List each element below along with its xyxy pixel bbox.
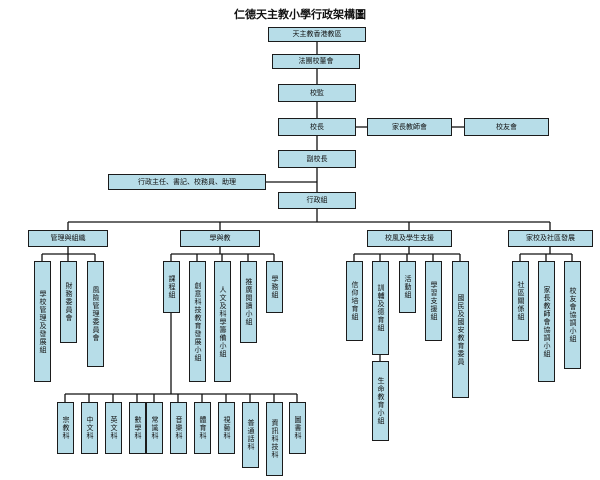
group-humanities-science: 人文及科學籌備小組	[214, 261, 231, 382]
subject-pe: 體育科	[194, 402, 211, 454]
group-school-mgmt: 學校管理及發展組	[34, 261, 51, 382]
subject-math: 數學科	[129, 402, 146, 454]
group-creative-tech: 創意科技教育發展小組	[189, 261, 206, 382]
vice-principal-box: 副校長	[278, 150, 356, 168]
group-academic: 學務組	[266, 261, 283, 313]
subject-chinese: 中文科	[81, 402, 98, 454]
admin-staff-box: 行政主任、書記、校務員、助理	[108, 174, 266, 190]
group-life-education: 生命教育小組	[372, 361, 389, 441]
chart-title: 仁德天主教小學行政架構圖	[234, 8, 366, 21]
division-management: 管理與組織	[28, 230, 108, 247]
group-community-relations: 社區關係組	[512, 261, 529, 341]
diocese-box: 天主教香港教區	[268, 27, 366, 42]
group-activities: 活動組	[399, 261, 416, 313]
group-national-education: 國民及國安教育委員	[452, 261, 469, 398]
supervisor-box: 校監	[278, 84, 356, 102]
division-student-support: 校風及學生支援	[367, 230, 452, 247]
group-risk: 風險管理委員會	[87, 261, 104, 367]
subject-religion: 宗教科	[57, 402, 74, 454]
subject-visual-arts: 視藝科	[218, 402, 235, 454]
subject-english: 英文科	[105, 402, 122, 454]
group-alumni-coordination: 校友會協調小組	[564, 261, 581, 369]
division-teaching: 學與教	[180, 230, 260, 247]
subject-general-studies: 常識科	[146, 402, 163, 454]
group-learning-support: 學習支援組	[425, 261, 442, 341]
group-reading: 推廣閱讀小組	[240, 261, 257, 343]
division-community: 家校及社區發展	[508, 230, 593, 247]
group-pta-coordination: 家長教師會協調小組	[538, 261, 555, 382]
group-discipline: 訓輔及德育組	[372, 261, 389, 355]
subject-library: 圖書科	[289, 402, 306, 454]
subject-putonghua: 普通話科	[242, 402, 259, 468]
pta-box: 家長教師會	[367, 118, 452, 136]
alumni-box: 校友會	[464, 118, 549, 136]
school-board-box: 法團校董會	[272, 54, 360, 69]
group-curriculum: 課程組	[163, 261, 180, 313]
principal-box: 校長	[278, 118, 356, 136]
subject-music: 音樂科	[170, 402, 187, 454]
group-finance: 財務委員會	[60, 261, 77, 343]
admin-group-box: 行政組	[278, 192, 356, 209]
group-faith: 信仰培育組	[346, 261, 363, 341]
subject-it: 資訊科技科	[266, 402, 283, 476]
